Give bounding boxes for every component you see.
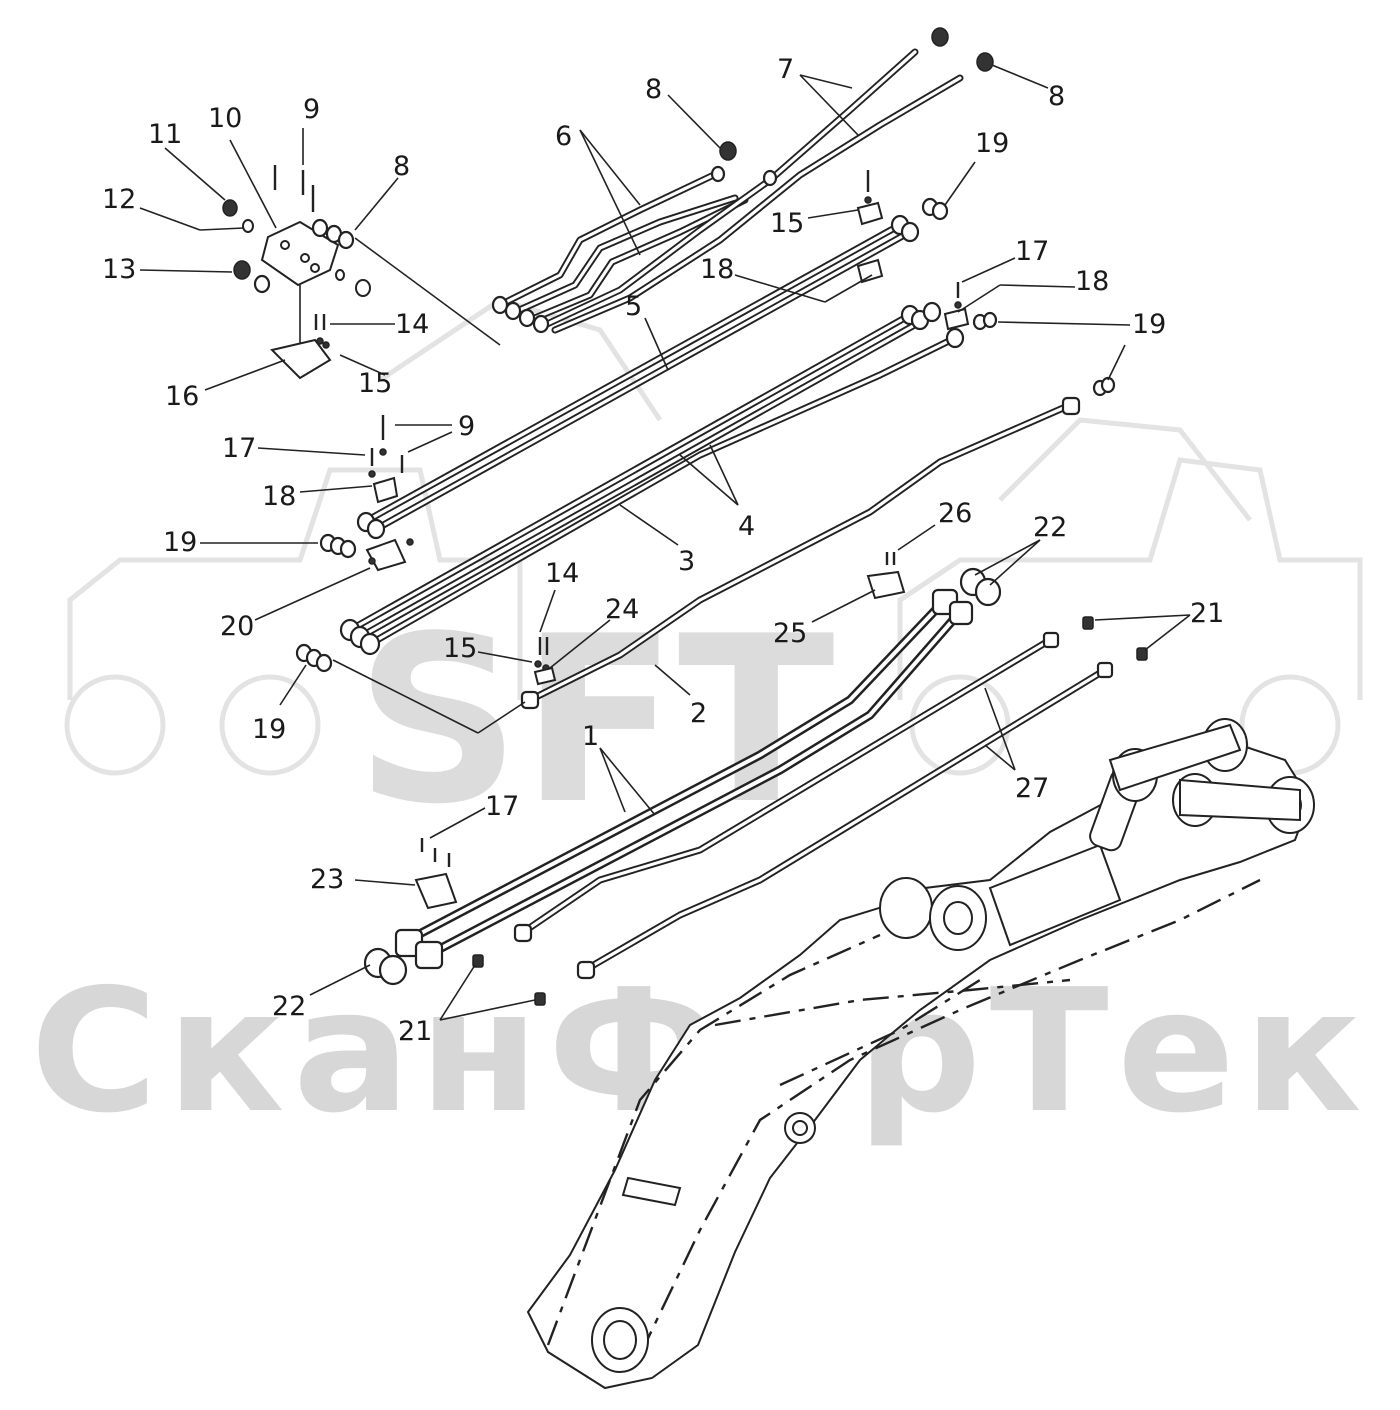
callout-11: 11 bbox=[148, 119, 182, 150]
clamp-15-upper bbox=[856, 201, 884, 226]
boom-bracket bbox=[621, 1176, 682, 1207]
callout-12: 12 bbox=[102, 184, 136, 215]
clamp-18-left bbox=[372, 476, 399, 504]
pipe-27 bbox=[518, 636, 1109, 974]
pipe-7 bbox=[541, 48, 964, 334]
callout-18-left: 18 bbox=[262, 481, 296, 512]
callout-19-top: 19 bbox=[975, 128, 1009, 159]
callout-8-block: 8 bbox=[393, 151, 410, 182]
leader-lines bbox=[139, 64, 1191, 1021]
fitting-19-upper bbox=[921, 197, 949, 221]
callout-22-bottom: 22 bbox=[272, 991, 306, 1022]
callout-19-left: 19 bbox=[163, 527, 197, 558]
callout-13: 13 bbox=[102, 254, 136, 285]
fitting-19-mid bbox=[972, 311, 998, 331]
boom-structure bbox=[526, 718, 1315, 1390]
fitting-pipe27-a bbox=[513, 923, 533, 943]
clamp-18-right bbox=[943, 307, 970, 331]
plug-13 bbox=[233, 260, 251, 280]
callout-15-left: 15 bbox=[358, 368, 392, 399]
callout-14-top: 14 bbox=[395, 309, 429, 340]
callout-15-top: 15 bbox=[770, 208, 804, 239]
callout-19-right: 19 bbox=[1132, 309, 1166, 340]
bracket-16 bbox=[270, 338, 332, 380]
clamp-18-upper bbox=[856, 258, 884, 284]
callout-8-pipe: 8 bbox=[645, 74, 662, 105]
callout-labels: 11 10 9 8 12 13 14 15 16 9 17 18 19 20 6… bbox=[102, 54, 1224, 1047]
callout-19-bottom: 19 bbox=[252, 714, 286, 745]
fitting-19-lower bbox=[295, 643, 333, 673]
fitting-19-left bbox=[319, 533, 357, 559]
clamp-24 bbox=[533, 666, 557, 686]
pipe-6 bbox=[496, 168, 749, 324]
small-parts bbox=[222, 165, 970, 910]
union-22-lower bbox=[363, 947, 408, 986]
callout-27: 27 bbox=[1015, 773, 1049, 804]
pipe-1 bbox=[403, 595, 965, 960]
callout-2: 2 bbox=[690, 698, 707, 729]
cap-8-a bbox=[719, 141, 737, 161]
callout-7: 7 bbox=[777, 54, 794, 85]
boom-head-assembly bbox=[879, 718, 1315, 951]
callout-5: 5 bbox=[625, 291, 642, 322]
callout-9-top: 9 bbox=[303, 94, 320, 125]
callout-4: 4 bbox=[738, 511, 755, 542]
callout-26: 26 bbox=[938, 498, 972, 529]
callout-10: 10 bbox=[208, 103, 242, 134]
callout-6: 6 bbox=[555, 121, 572, 152]
callout-17-right: 17 bbox=[1015, 236, 1049, 267]
pipe-2 bbox=[526, 401, 1074, 704]
callout-15-mid: 15 bbox=[443, 633, 477, 664]
fittings bbox=[295, 27, 1148, 1006]
callout-3: 3 bbox=[678, 546, 695, 577]
callout-1: 1 bbox=[582, 721, 599, 752]
clamp-20 bbox=[365, 538, 407, 572]
callout-16: 16 bbox=[165, 381, 199, 412]
callout-17-left: 17 bbox=[222, 433, 256, 464]
callout-14-mid: 14 bbox=[545, 558, 579, 589]
adaptor-21-a bbox=[472, 954, 484, 968]
callout-23: 23 bbox=[310, 864, 344, 895]
hydraulic-lines bbox=[346, 48, 1109, 974]
union-22-upper bbox=[959, 567, 1002, 607]
callout-21-bottom: 21 bbox=[398, 1016, 432, 1047]
plug-11 bbox=[222, 199, 238, 217]
clamp-25 bbox=[866, 570, 906, 600]
callout-20: 20 bbox=[220, 611, 254, 642]
fitting-19-right bbox=[1092, 376, 1116, 397]
pipe-ends-upper-right bbox=[890, 214, 965, 349]
callout-25: 25 bbox=[773, 618, 807, 649]
pipe-ends-lower-left bbox=[339, 511, 386, 656]
callout-24: 24 bbox=[605, 594, 639, 625]
pipe-5 bbox=[364, 221, 912, 532]
pipe-ends-bundle bbox=[491, 295, 550, 334]
callout-17-bottom: 17 bbox=[485, 791, 519, 822]
pipe-3-4 bbox=[346, 311, 959, 648]
callout-9-mid: 9 bbox=[458, 411, 475, 442]
cap-8-c bbox=[976, 52, 994, 72]
callout-18-right: 18 bbox=[1075, 266, 1109, 297]
callout-8-right: 8 bbox=[1048, 81, 1065, 112]
callout-18-top: 18 bbox=[700, 254, 734, 285]
clamp-23 bbox=[414, 872, 458, 910]
cap-8-b bbox=[931, 27, 949, 47]
callout-22-top: 22 bbox=[1033, 512, 1067, 543]
callout-21-top: 21 bbox=[1190, 598, 1224, 629]
oring-12 bbox=[242, 219, 254, 233]
